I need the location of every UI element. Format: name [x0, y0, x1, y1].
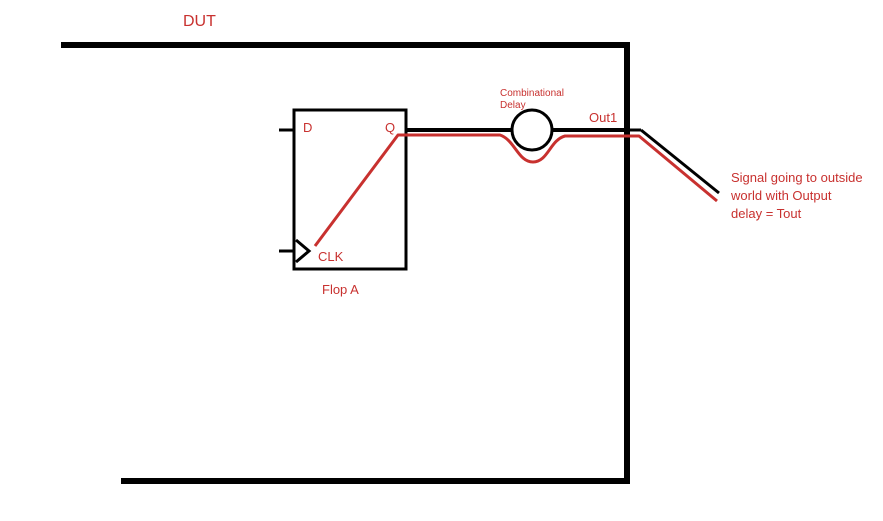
note-line1: Signal going to outside [731, 170, 863, 185]
out1-label: Out1 [589, 110, 617, 125]
dut-boundary [61, 42, 630, 484]
comb-delay-line2: Delay [500, 100, 526, 111]
flop-a-box [292, 108, 408, 271]
note-line2: world with Output [730, 188, 832, 203]
combinational-delay-circle [510, 108, 554, 152]
clock-triangle-icon [295, 238, 312, 264]
pin-q-label: Q [385, 120, 395, 135]
external-output-wire [640, 128, 720, 195]
dut-label: DUT [183, 13, 216, 30]
comb-delay-line1: Combinational [500, 88, 564, 99]
pin-d-label: D [303, 120, 312, 135]
pin-clk-label: CLK [318, 249, 344, 264]
note-line3: delay = Tout [731, 206, 802, 221]
flop-name-label: Flop A [322, 282, 359, 297]
timing-path [313, 133, 718, 247]
